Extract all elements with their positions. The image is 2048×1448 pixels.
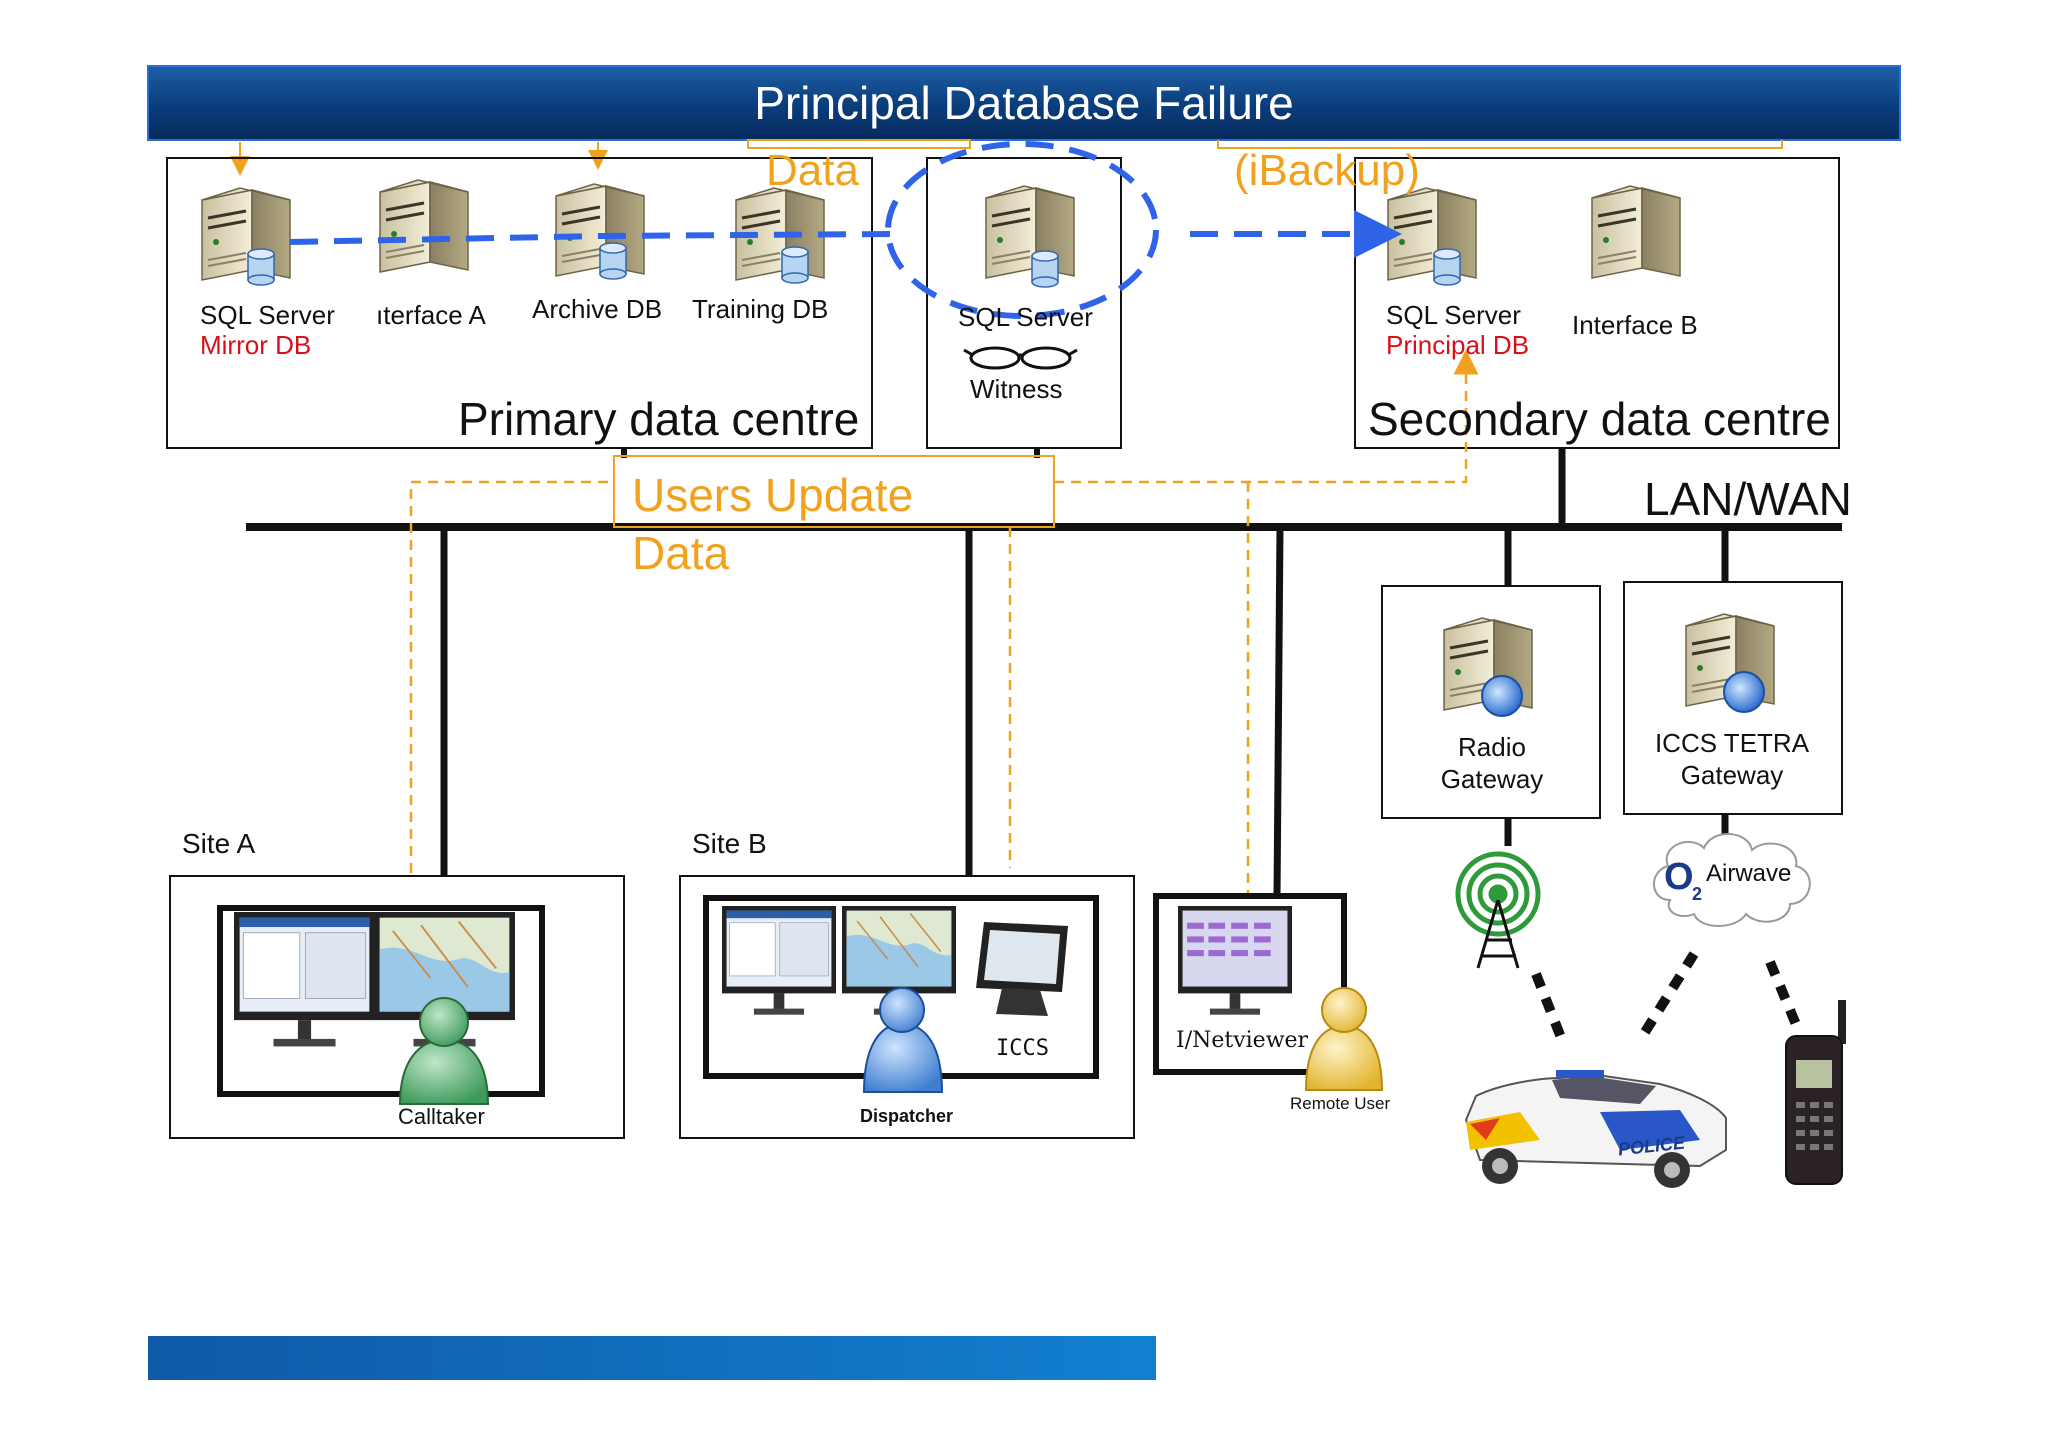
tetra-handset-icon [1785, 1000, 1846, 1185]
title-banner [147, 65, 1901, 141]
db-icon-principal [1433, 248, 1461, 286]
airwave-label: Airwave [1706, 860, 1792, 887]
principal-server-name: SQL Server [1386, 300, 1521, 330]
tower-mast [1476, 899, 1520, 969]
users-update-box [613, 455, 1055, 528]
iccs-label: ICCS [996, 1036, 1049, 1061]
site-a-monitor-1 [233, 911, 376, 1047]
data-flow-label: Data [766, 146, 859, 195]
airwave-o-logo: O [1664, 856, 1694, 898]
site-a-label: Site A [182, 828, 256, 859]
remote-user-person-icon [1304, 987, 1384, 1091]
glasses-icon [963, 346, 1078, 370]
iccs-terminal-icon [976, 922, 1068, 1016]
site-b-box [679, 875, 1135, 1139]
airwave-cloud-icon [1653, 833, 1811, 927]
users-update-label-1: Users Update [632, 469, 914, 521]
interface-a-label: ıterface A [376, 300, 486, 330]
training-db-label: Training DB [692, 294, 829, 324]
site-b-monitor-1 [721, 905, 837, 1016]
globe-icon-radio [1481, 675, 1523, 717]
footer-bar [148, 1336, 1156, 1380]
secondary-dc-label: Secondary data centre [1368, 393, 1831, 445]
users-update-flow [409, 480, 614, 873]
tetra-gateway-label-1: ICCS TETRA [1654, 728, 1810, 758]
principal-db-label: Principal DB [1386, 330, 1530, 360]
netviewer-monitor [1178, 906, 1292, 1015]
lan-wan-label: LAN/WAN [1644, 473, 1852, 525]
server-icon-witness [984, 184, 1076, 280]
remote-drop [1273, 526, 1284, 897]
server-icon-mirror [200, 186, 292, 282]
radio-gateway-box [1381, 585, 1601, 819]
radio-link-dashes [1531, 951, 1805, 1043]
witness-server-name: SQL Server [958, 302, 1093, 332]
server-icon-interface-b [1590, 184, 1682, 280]
secondary-dc-box [1354, 157, 1840, 449]
tetra-gateway-box [1623, 581, 1843, 815]
site-a-box [169, 875, 625, 1139]
calltaker-person-icon [398, 997, 490, 1105]
radio-gateway-label-2: Gateway [1440, 764, 1544, 794]
primary-dc-label: Primary data centre [458, 393, 860, 445]
site-a-console-frame [217, 905, 545, 1097]
server-icon-interface-a [378, 178, 470, 274]
netviewer-label: I/Netviewer [1176, 1028, 1309, 1053]
calltaker-label: Calltaker [398, 1104, 485, 1129]
witness-label: Witness [970, 374, 1063, 404]
data-flow-box-left [747, 139, 971, 149]
globe-icon-tetra [1723, 671, 1765, 713]
remote-user-label: Remote User [1290, 1094, 1391, 1113]
police-car-icon [1464, 1070, 1727, 1188]
ibackup-label: (iBackup) [1234, 146, 1420, 195]
db-icon-mirror [247, 248, 275, 286]
dispatcher-person-icon [862, 987, 944, 1093]
remote-box [1153, 893, 1347, 1075]
radio-tower-icon [1455, 851, 1541, 937]
db-icon-training [781, 246, 809, 284]
mirror-db-label: Mirror DB [200, 330, 312, 360]
site-b-label: Site B [692, 828, 767, 859]
data-flow-box-right [1217, 140, 1783, 149]
airwave-o-subscript: 2 [1692, 884, 1703, 904]
users-update-label-2: Data [632, 527, 730, 579]
page-title: Principal Database Failure [754, 77, 1294, 129]
witness-ring-dashed [885, 141, 1159, 319]
db-icon-archive [599, 242, 627, 280]
witness-box [926, 157, 1122, 449]
primary-dc-box [166, 157, 873, 449]
db-icon-witness [1031, 250, 1059, 288]
mirror-link-dashed [289, 231, 891, 245]
server-icon-principal [1386, 186, 1478, 282]
mirror-server-name: SQL Server [200, 300, 335, 330]
archive-db-label: Archive DB [532, 294, 663, 324]
radio-gateway-label-1: Radio [1458, 732, 1526, 762]
interface-b-label: Interface B [1572, 310, 1698, 340]
tetra-gateway-label-2: Gateway [1680, 760, 1784, 790]
dispatcher-label: Dispatcher [860, 1106, 954, 1126]
